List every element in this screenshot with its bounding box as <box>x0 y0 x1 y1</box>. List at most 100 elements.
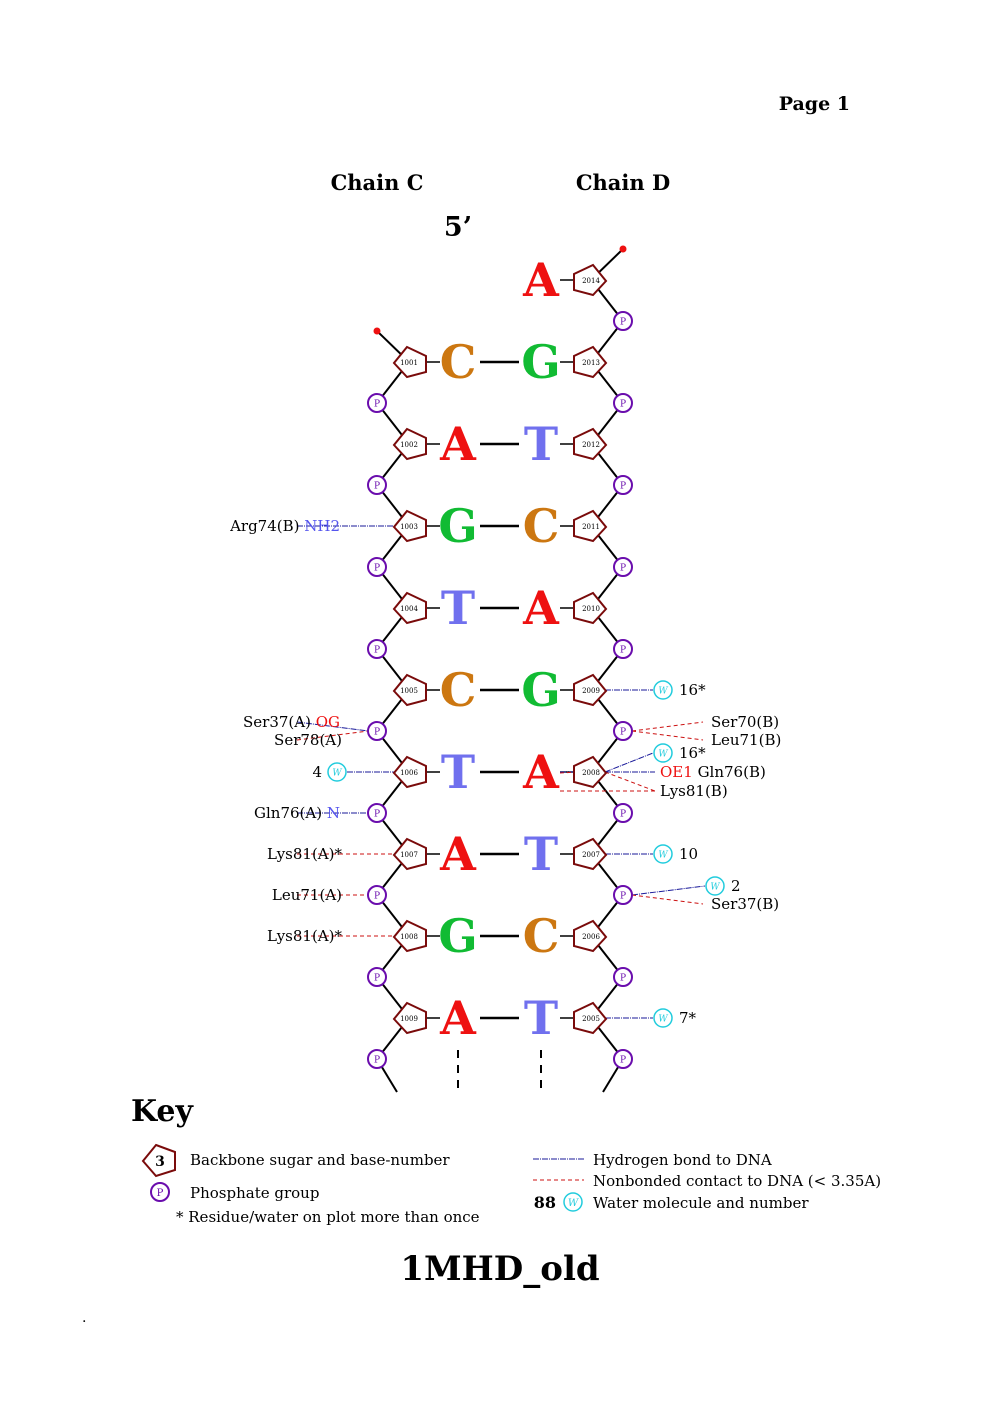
sugar-number: 1002 <box>400 441 418 449</box>
contact-label: Ser37(B) <box>711 895 779 913</box>
sugar-number: 2012 <box>582 441 600 449</box>
page-label: Page 1 <box>779 93 850 115</box>
water-circle-icon <box>653 1008 673 1028</box>
phosphate-glyph: P <box>374 728 380 738</box>
contact-label: Ser70(B) <box>711 713 779 731</box>
sugar-number: 1005 <box>400 687 418 695</box>
pentagon-icon <box>573 919 608 953</box>
phosphate-glyph: P <box>374 1056 380 1066</box>
sugar-number: 2007 <box>582 851 600 859</box>
phosphate-circle-icon <box>613 721 633 741</box>
water-glyph: W <box>332 769 342 779</box>
key-water-number: 88 <box>534 1193 556 1212</box>
atom-name: OG <box>316 713 340 731</box>
base-letter: T <box>524 417 558 471</box>
water-glyph: W <box>658 750 668 760</box>
diagram-title: 1MHD_old <box>400 1249 599 1289</box>
nonbonded-contact-line <box>631 730 704 741</box>
sugar-number: 1004 <box>400 605 418 613</box>
water-glyph: W <box>710 883 720 893</box>
contact-label: Lys81(A)* <box>267 927 342 945</box>
contact-label: Gln76(A) N <box>254 804 340 822</box>
nonbonded-contact-line <box>631 894 704 905</box>
phosphate-glyph: P <box>620 892 626 902</box>
sugar-number: 2010 <box>582 605 600 613</box>
key-sugar-number: 3 <box>155 1154 165 1170</box>
water-glyph: W <box>658 687 668 697</box>
water-number: 7* <box>679 1009 697 1027</box>
phosphate-circle-icon <box>150 1182 170 1202</box>
phosphate-circle-icon <box>613 557 633 577</box>
phosphate-circle-icon <box>367 967 387 987</box>
pentagon-icon <box>392 509 427 543</box>
phosphate-circle-icon <box>367 475 387 495</box>
contact-label: OE1 Gln76(B) <box>660 763 766 781</box>
base-letter: A <box>439 417 477 471</box>
pentagon-icon <box>392 755 427 789</box>
phosphate-glyph: P <box>620 400 626 410</box>
hydrogen-bond-line <box>296 721 369 732</box>
contact-label: Arg74(B) NH2 <box>229 517 340 535</box>
chain-d-5-prime-terminus <box>619 245 627 253</box>
base-letter: G <box>438 499 477 553</box>
phosphate-glyph: P <box>620 974 626 984</box>
pentagon-icon <box>392 345 427 379</box>
contact-label: Leu71(B) <box>711 731 781 749</box>
base-letter: G <box>521 335 560 389</box>
pentagon-icon <box>573 755 608 789</box>
water-number: 16* <box>679 744 706 762</box>
water-circle-icon <box>327 762 347 782</box>
hydrogen-bond-line <box>604 752 654 773</box>
water-circle-icon <box>563 1192 583 1212</box>
phosphate-circle-icon <box>613 885 633 905</box>
pentagon-icon <box>392 1001 427 1035</box>
phosphate-glyph: P <box>374 564 380 574</box>
pentagon-icon <box>573 591 608 625</box>
sugar-number: 1009 <box>400 1015 418 1023</box>
phosphate-circle-icon <box>613 1049 633 1069</box>
water-circle-icon <box>653 680 673 700</box>
pentagon-icon <box>392 427 427 461</box>
phosphate-circle-icon <box>367 803 387 823</box>
water-circle-icon <box>653 844 673 864</box>
chain-c-label: Chain C <box>331 170 424 195</box>
phosphate-circle-icon <box>367 393 387 413</box>
phosphate-circle-icon <box>613 967 633 987</box>
sugar-number: 2005 <box>582 1015 600 1023</box>
pentagon-icon <box>392 673 427 707</box>
phosphate-glyph: P <box>620 318 626 328</box>
phosphate-glyph: P <box>374 892 380 902</box>
contact-label: Ser78(A) <box>274 731 342 749</box>
key-repeat-note: * Residue/water on plot more than once <box>176 1208 480 1226</box>
pentagon-icon <box>573 345 608 379</box>
key-heading: Key <box>131 1094 195 1129</box>
phosphate-circle-icon <box>613 475 633 495</box>
phosphate-circle-icon <box>613 639 633 659</box>
residue-name: Arg74(B) <box>229 517 304 535</box>
residue-name: Lys81(A)* <box>267 927 342 945</box>
pentagon-icon <box>141 1143 176 1178</box>
base-letter: G <box>438 909 477 963</box>
base-letter: A <box>522 745 560 799</box>
pentagon-icon <box>392 591 427 625</box>
water-number: 2 <box>731 877 741 895</box>
base-letter: A <box>439 991 477 1045</box>
base-letter: C <box>523 499 560 553</box>
sugar-number: 2014 <box>582 277 600 285</box>
phosphate-glyph: P <box>374 482 380 492</box>
sugar-number: 2011 <box>582 523 600 531</box>
base-letter: T <box>441 581 475 635</box>
water-glyph: W <box>658 851 668 861</box>
key-phosphate-text: Phosphate group <box>190 1184 319 1202</box>
base-letter: C <box>440 335 477 389</box>
residue-name: Leu71(B) <box>711 731 781 749</box>
base-letter: C <box>523 909 560 963</box>
sugar-number: 1007 <box>400 851 418 859</box>
five-prime-label: 5’ <box>444 212 472 243</box>
key-phosphate-glyph: P <box>157 1188 164 1199</box>
phosphate-circle-icon <box>367 721 387 741</box>
base-letter: T <box>524 991 558 1045</box>
atom-name: NH2 <box>304 517 340 535</box>
